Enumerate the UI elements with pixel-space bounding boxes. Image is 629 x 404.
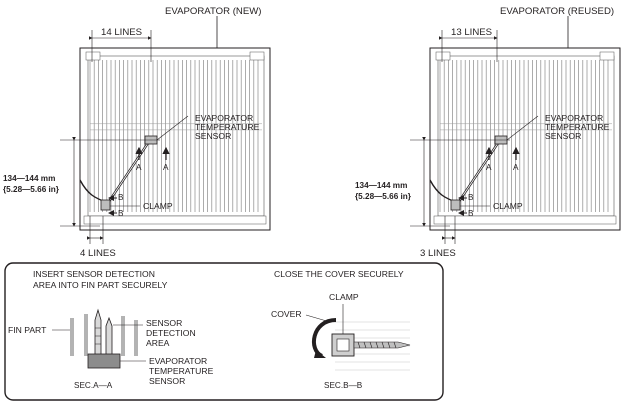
section-a-marker-reused-1: A [486, 163, 492, 172]
insert-instruction-line-2: AREA INTO FIN PART SECURELY [33, 280, 168, 290]
sensor-label-reused-2: TEMPERATURE [545, 122, 610, 132]
detection-area-label-2: DETECTION [146, 328, 196, 338]
section-b-marker-new-2: B [118, 209, 124, 218]
evaporator-reused-title: EVAPORATOR (REUSED) [500, 6, 614, 17]
height-dimension-in-new: {5.28—5.66 in} [3, 185, 60, 194]
section-a-marker-new-1: A [136, 163, 142, 172]
section-a-marker-reused-2: A [513, 163, 519, 172]
section-a-sensor-label-2: TEMPERATURE [149, 366, 214, 376]
clamp-section-b-label: CLAMP [329, 292, 359, 302]
clamp-reused [450, 199, 461, 211]
section-b-marker-reused-2: B [468, 209, 474, 218]
evaporator-reused-panel: EVAPORATOR (REUSED) 13 LINES EVAPORATOR … [355, 6, 621, 259]
bottom-lines-count-reused: 3 LINES [420, 248, 456, 259]
section-a-sensor-label-1: EVAPORATOR [149, 356, 207, 366]
sensor-label-reused-1: EVAPORATOR [545, 113, 603, 123]
sensor-label-new-2: TEMPERATURE [195, 122, 260, 132]
clamp-new [100, 199, 111, 211]
close-cover-instruction: CLOSE THE COVER SECURELY [274, 269, 404, 279]
clamp-label-reused: CLAMP [493, 201, 523, 211]
cover-label: COVER [271, 309, 302, 319]
section-a-marker-new-2: A [163, 163, 169, 172]
detection-area-label-1: SENSOR [146, 318, 182, 328]
evaporator-new-title: EVAPORATOR (NEW) [165, 6, 261, 17]
detail-box: INSERT SENSOR DETECTION AREA INTO FIN PA… [4, 262, 444, 401]
fin-part-label: FIN PART [8, 325, 47, 335]
section-a-sensor-label-3: SENSOR [149, 376, 185, 386]
sensor-label-new-1: EVAPORATOR [195, 113, 253, 123]
height-dimension-mm-reused: 134—144 mm [355, 181, 407, 190]
bottom-lines-count-new: 4 LINES [80, 248, 116, 259]
height-dimension-mm-new: 134—144 mm [3, 174, 55, 183]
detection-area-label-3: AREA [146, 338, 170, 348]
height-dimension-in-reused: {5.28—5.66 in} [355, 192, 412, 201]
top-lines-count-new: 14 LINES [101, 27, 142, 38]
sensor-body-section-a [87, 353, 121, 369]
section-a-a-caption: SEC.A—A [74, 381, 113, 390]
section-b-marker-new-1: B [118, 193, 124, 202]
sensor-label-reused-3: SENSOR [545, 131, 581, 141]
section-b-b-detail: CLOSE THE COVER SECURELY CLAMP [271, 269, 411, 390]
evaporator-new-panel: EVAPORATOR (NEW) 14 LINES EVAPORATOR TEM… [3, 6, 271, 259]
sensor-label-new-3: SENSOR [195, 131, 231, 141]
top-lines-count-reused: 13 LINES [451, 27, 492, 38]
section-b-b-caption: SEC.B—B [324, 381, 363, 390]
clamp-label-new: CLAMP [143, 201, 173, 211]
evaporator-new-fins [89, 60, 262, 212]
section-b-marker-reused-1: B [468, 193, 474, 202]
section-a-a-detail: INSERT SENSOR DETECTION AREA INTO FIN PA… [8, 269, 214, 390]
insert-instruction-line-1: INSERT SENSOR DETECTION [33, 269, 155, 279]
